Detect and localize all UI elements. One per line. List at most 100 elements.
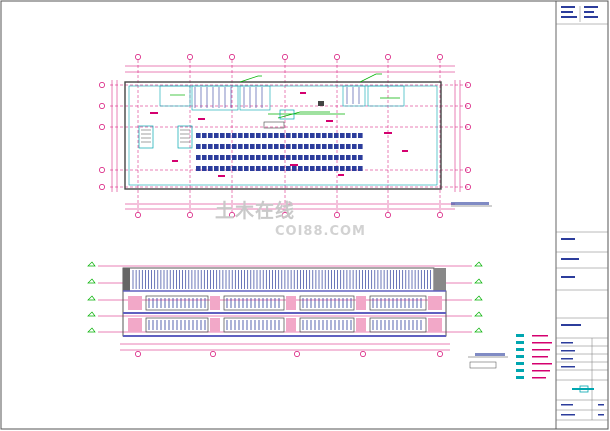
parking-bay xyxy=(322,144,327,149)
parking-bay xyxy=(316,144,321,149)
parking-bay xyxy=(214,166,219,171)
parking-bay xyxy=(208,155,213,160)
parking-bay xyxy=(256,144,261,149)
parking-bay xyxy=(214,155,219,160)
parking-bay xyxy=(292,133,297,138)
parking-bay xyxy=(196,144,201,149)
parking-bay xyxy=(304,133,309,138)
parking-bay xyxy=(328,155,333,160)
parking-bay xyxy=(244,155,249,160)
parking-bay xyxy=(202,133,207,138)
parking-bay xyxy=(262,155,267,160)
parking-bay xyxy=(286,155,291,160)
parking-bay xyxy=(232,155,237,160)
parking-bay xyxy=(340,144,345,149)
parking-bay xyxy=(268,133,273,138)
parking-bay xyxy=(208,133,213,138)
parking-bay xyxy=(256,166,261,171)
parking-bay xyxy=(196,133,201,138)
parking-bay xyxy=(244,133,249,138)
parking-bay xyxy=(238,155,243,160)
parking-bay xyxy=(304,155,309,160)
parking-bay xyxy=(304,166,309,171)
parking-bay xyxy=(280,155,285,160)
parking-bay xyxy=(214,133,219,138)
parking-bay xyxy=(226,166,231,171)
parking-bay xyxy=(232,144,237,149)
parking-bay xyxy=(298,166,303,171)
parking-bay xyxy=(352,144,357,149)
parking-bay xyxy=(244,144,249,149)
parking-bay xyxy=(280,133,285,138)
parking-bay xyxy=(328,133,333,138)
parking-bay xyxy=(274,144,279,149)
legend xyxy=(516,334,552,379)
parking-bay xyxy=(220,155,225,160)
parking-bay xyxy=(256,155,261,160)
parking-bay xyxy=(238,133,243,138)
parking-bay xyxy=(358,166,363,171)
elevation-drawing xyxy=(87,261,552,379)
parking-bay xyxy=(274,166,279,171)
watermark-text: 土木在线 xyxy=(215,200,296,222)
parking-bay xyxy=(226,155,231,160)
parking-bay xyxy=(292,144,297,149)
parking-bay xyxy=(268,166,273,171)
parking-bay xyxy=(298,133,303,138)
title-block xyxy=(555,1,608,429)
parking-bay xyxy=(238,144,243,149)
parking-bay xyxy=(208,166,213,171)
parking-bay xyxy=(262,144,267,149)
parking-bay xyxy=(346,133,351,138)
parking-bay xyxy=(310,144,315,149)
parking-bay xyxy=(334,144,339,149)
parking-bay xyxy=(196,155,201,160)
parking-bay xyxy=(298,144,303,149)
parking-bay xyxy=(280,144,285,149)
parking-bay xyxy=(232,133,237,138)
parking-bay xyxy=(352,133,357,138)
parking-bay xyxy=(298,155,303,160)
parking-bay xyxy=(250,133,255,138)
parking-bay xyxy=(316,166,321,171)
parking-bay xyxy=(244,166,249,171)
parking-bay xyxy=(340,155,345,160)
parking-bay xyxy=(358,133,363,138)
parking-bay xyxy=(340,133,345,138)
parking-bay xyxy=(262,166,267,171)
parking-bay xyxy=(322,133,327,138)
parking-bay xyxy=(220,144,225,149)
watermark-url: COI88.COM xyxy=(275,224,366,239)
parking-bay xyxy=(334,133,339,138)
parking-bay xyxy=(232,166,237,171)
parking-bay xyxy=(322,155,327,160)
parking-bay xyxy=(340,166,345,171)
parking-bay xyxy=(292,155,297,160)
parking-bay xyxy=(346,155,351,160)
floor-plan xyxy=(99,54,492,218)
parking-bay xyxy=(316,155,321,160)
parking-bay xyxy=(202,144,207,149)
parking-bay xyxy=(238,166,243,171)
parking-bay xyxy=(334,166,339,171)
parking-bay xyxy=(304,144,309,149)
parking-bay xyxy=(250,166,255,171)
parking-bay xyxy=(358,155,363,160)
parking-bay xyxy=(358,144,363,149)
parking-bay xyxy=(256,133,261,138)
parking-bay xyxy=(286,144,291,149)
parking-bay xyxy=(202,166,207,171)
parking-bay xyxy=(286,133,291,138)
parking-bay xyxy=(220,166,225,171)
parking-bay xyxy=(310,155,315,160)
parking-bay xyxy=(322,166,327,171)
parking-bay xyxy=(280,166,285,171)
parking-bay xyxy=(250,155,255,160)
parking-bay xyxy=(310,133,315,138)
parking-bay xyxy=(334,155,339,160)
parking-bay xyxy=(316,133,321,138)
parking-bay xyxy=(346,166,351,171)
parking-bay xyxy=(262,133,267,138)
